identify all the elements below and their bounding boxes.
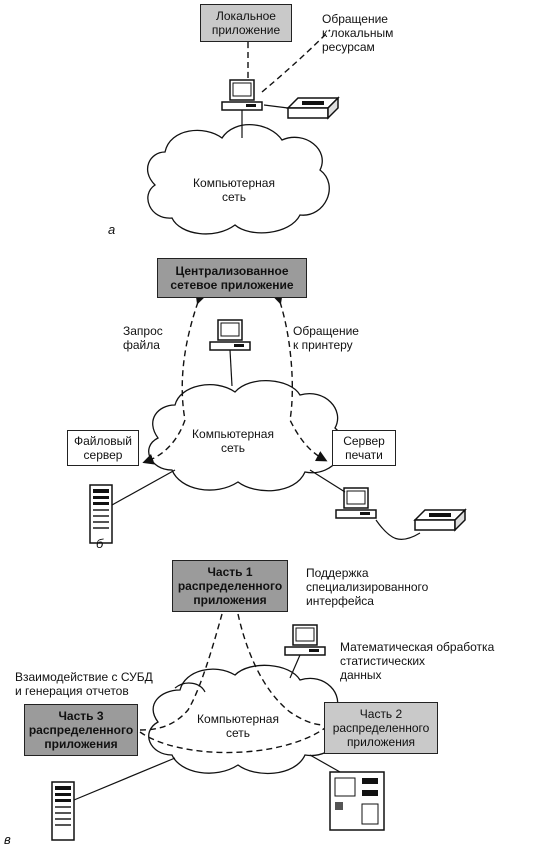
dashed-access-line <box>261 29 331 93</box>
dashed-printer-line <box>272 292 328 462</box>
link-line <box>174 682 206 693</box>
computer-icon <box>284 624 326 656</box>
part3-box: Часть 3 распределенного приложения <box>24 704 138 756</box>
dashed-line <box>139 727 326 754</box>
printer-icon <box>287 97 339 119</box>
panel-c-letter: в <box>4 832 11 847</box>
file-server-tower-icon <box>89 484 113 544</box>
central-app-box: Централизованное сетевое приложение <box>157 258 307 298</box>
link-line <box>229 349 233 387</box>
link-line <box>375 519 421 541</box>
dashed-request-line <box>142 292 207 465</box>
cloud-c-label: Компьютерная сеть <box>197 712 279 740</box>
link-line <box>263 104 289 109</box>
interface-support-label: Поддержка специализированного интерфейса <box>306 566 429 608</box>
computer-icon <box>209 319 251 351</box>
computer-icon <box>221 79 263 111</box>
link-line <box>111 469 176 506</box>
part1-box: Часть 1 распределенного приложения <box>172 560 288 612</box>
panel-b-letter: б <box>96 536 104 551</box>
printer-access-label: Обращение к принтеру <box>293 324 359 352</box>
server-cabinet-icon <box>329 771 385 831</box>
local-app-box: Локальное приложение <box>200 4 292 42</box>
link-line <box>309 754 341 773</box>
math-processing-label: Математическая обработка статистических … <box>340 640 495 682</box>
cloud-a-label: Компьютерная сеть <box>193 176 275 204</box>
panel-a-letter: а <box>108 222 116 237</box>
file-request-label: Запрос файла <box>123 324 163 352</box>
file-server-box: Файловый сервер <box>67 430 139 466</box>
cloud-a <box>146 124 330 235</box>
dbms-interaction-label: Взаимодействие с СУБД и генерация отчето… <box>15 670 153 698</box>
link-line <box>289 654 301 679</box>
access-resources-label: Обращение к локальным ресурсам <box>322 12 394 54</box>
cloud-b-label: Компьютерная сеть <box>192 427 274 455</box>
server-tower-icon <box>51 781 75 841</box>
part2-box: Часть 2 распределенного приложения <box>324 702 438 754</box>
print-server-box: Сервер печати <box>332 430 396 466</box>
link-line <box>309 469 346 493</box>
link-line <box>73 757 176 801</box>
computer-icon <box>335 487 377 519</box>
printer-icon <box>414 509 466 531</box>
